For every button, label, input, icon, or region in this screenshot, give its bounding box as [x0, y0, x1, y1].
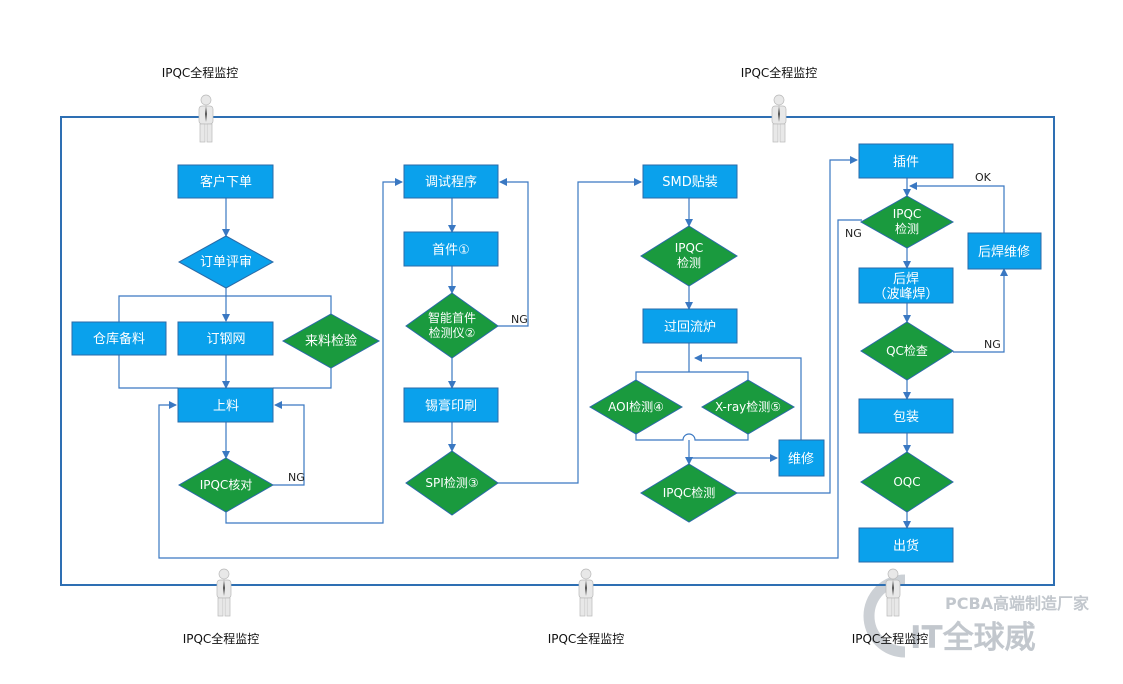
decision-ipqc-verify: IPQC核对 — [177, 457, 275, 513]
monitoring-frame — [60, 116, 1055, 586]
node-repair: 维修 — [778, 439, 825, 477]
decision-ipqc-insert-inspect: IPQC 检测 — [859, 195, 955, 249]
node-feed-material: 上料 — [177, 387, 274, 423]
node-through-hole-insert: 插件 — [858, 143, 954, 179]
watermark-brand: IT全球威 — [910, 620, 1036, 656]
svg-text:插件: 插件 — [893, 155, 919, 170]
node-shipping: 出货 — [858, 527, 954, 563]
node-first-article: 首件① — [403, 231, 499, 267]
decision-ipqc-inspect: IPQC 检测 — [640, 225, 738, 287]
svg-text:检测仪②: 检测仪② — [429, 325, 476, 340]
svg-text:智能首件: 智能首件 — [428, 310, 476, 325]
svg-text:检测: 检测 — [895, 221, 919, 236]
node-debug-program: 调试程序 — [403, 164, 499, 199]
decision-oqc: OQC — [860, 451, 954, 513]
inspector-person-icon — [771, 94, 787, 143]
svg-text:客户下单: 客户下单 — [200, 174, 252, 190]
svg-text:订单评审: 订单评审 — [200, 255, 252, 270]
decision-spi-inspection: SPI检测③ — [405, 450, 499, 516]
svg-text:订钢网: 订钢网 — [206, 332, 245, 347]
label-ng: NG — [511, 313, 528, 326]
svg-text:首件①: 首件① — [432, 243, 470, 258]
svg-text:检测: 检测 — [677, 255, 701, 270]
svg-text:后焊: 后焊 — [893, 271, 919, 287]
decision-incoming-inspection: 来料检验 — [281, 313, 381, 369]
monitor-label-bottom-left: IPQC全程监控 — [183, 631, 260, 646]
node-reflow-oven: 过回流炉 — [642, 308, 738, 344]
svg-text:上料: 上料 — [213, 399, 239, 414]
node-order-stencil: 订钢网 — [177, 321, 274, 356]
svg-text:IPQC: IPQC — [675, 241, 704, 255]
svg-text:SMD贴装: SMD贴装 — [662, 175, 717, 190]
node-smd-mount: SMD贴装 — [642, 164, 738, 199]
decision-aoi-inspection: AOI检测④ — [589, 379, 683, 435]
connectors — [118, 156, 1008, 559]
svg-text:出货: 出货 — [893, 538, 919, 554]
svg-text:维修: 维修 — [788, 452, 814, 467]
inspector-person-icon — [198, 94, 214, 143]
svg-text:（波峰焊）: （波峰焊） — [873, 286, 938, 302]
watermark: PCBA高端制造厂家 IT全球威 — [863, 574, 1090, 658]
node-customer-order: 客户下单 — [177, 164, 274, 199]
node-post-solder-wave: 后焊 （波峰焊） — [858, 267, 954, 304]
monitor-label-top-left: IPQC全程监控 — [162, 65, 239, 80]
node-warehouse-prep: 仓库备料 — [71, 321, 167, 356]
decision-qc-check: QC检查 — [860, 321, 954, 381]
svg-text:IPQC检测: IPQC检测 — [663, 485, 716, 500]
svg-text:调试程序: 调试程序 — [425, 175, 477, 190]
monitor-label-bottom-right: IPQC全程监控 — [852, 631, 929, 646]
node-solder-paste-print: 锡膏印刷 — [403, 387, 499, 423]
svg-text:后焊维修: 后焊维修 — [978, 244, 1030, 260]
inspector-person-icon — [578, 568, 594, 617]
svg-text:锡膏印刷: 锡膏印刷 — [425, 398, 477, 414]
svg-text:IPQC核对: IPQC核对 — [200, 478, 253, 492]
svg-text:AOI检测④: AOI检测④ — [608, 399, 664, 414]
svg-text:SPI检测③: SPI检测③ — [425, 475, 478, 490]
svg-text:包装: 包装 — [893, 410, 919, 425]
inspector-person-icon — [216, 568, 232, 617]
decision-xray-inspection: X-ray检测⑤ — [701, 379, 795, 435]
monitor-label-bottom-mid: IPQC全程监控 — [548, 631, 625, 646]
svg-text:IPQC: IPQC — [893, 207, 922, 221]
decision-smart-first-article: 智能首件 检测仪② — [405, 292, 499, 359]
svg-text:仓库备料: 仓库备料 — [93, 331, 145, 347]
node-packaging: 包装 — [858, 398, 954, 434]
svg-text:过回流炉: 过回流炉 — [664, 320, 716, 335]
svg-text:X-ray检测⑤: X-ray检测⑤ — [715, 399, 781, 414]
decision-ipqc-final-inspect: IPQC检测 — [640, 463, 738, 523]
label-ng: NG — [984, 338, 1001, 351]
decision-order-review: 订单评审 — [177, 235, 275, 289]
node-post-solder-repair: 后焊维修 — [967, 232, 1042, 270]
svg-text:OQC: OQC — [893, 475, 920, 489]
svg-text:QC检查: QC检查 — [886, 343, 928, 358]
monitor-label-top-right: IPQC全程监控 — [741, 65, 818, 80]
svg-text:来料检验: 来料检验 — [305, 333, 357, 349]
label-ng: NG — [845, 227, 862, 240]
label-ng: NG — [288, 471, 305, 484]
inspector-person-icon — [885, 568, 901, 617]
label-ok: OK — [975, 171, 992, 184]
watermark-tagline: PCBA高端制造厂家 — [945, 594, 1090, 613]
